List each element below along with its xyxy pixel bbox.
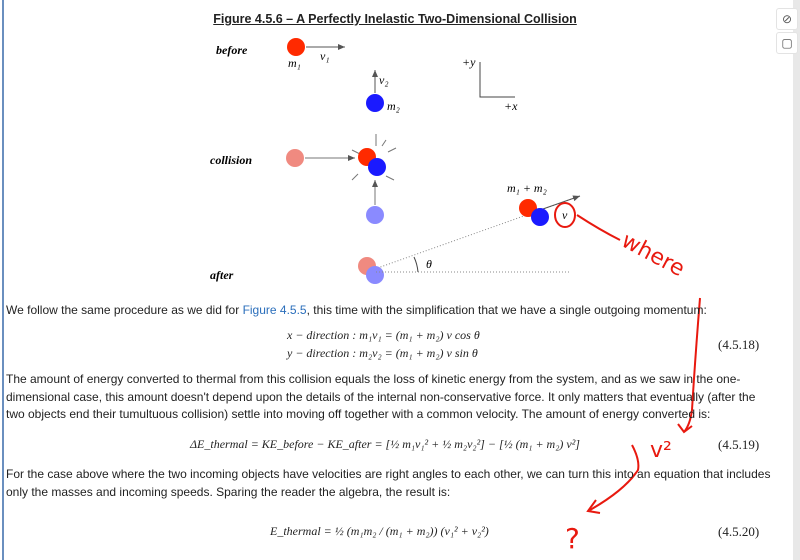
annotation-v-squared: v² bbox=[650, 438, 672, 463]
handwritten-annotations bbox=[554, 202, 701, 514]
faded-mass1-ball bbox=[286, 149, 304, 167]
label-after: after bbox=[210, 268, 234, 282]
eye-slash-icon: ⊘ bbox=[781, 12, 793, 26]
label-v1: v₁ bbox=[320, 49, 330, 63]
label-combined-mass: m₁ + m₂ bbox=[507, 181, 547, 195]
equation-y-direction: y − direction : m₂v₂ = (m₁ + m₂) v sin θ bbox=[287, 346, 478, 360]
equation-number-18: (4.5.18) bbox=[718, 337, 760, 352]
mass2-ball bbox=[366, 94, 384, 112]
paragraph-1: We follow the same procedure as we did f… bbox=[6, 302, 776, 320]
label-v: v bbox=[562, 208, 568, 222]
label-v2: v₂ bbox=[379, 73, 389, 87]
collision-mass2 bbox=[368, 158, 386, 176]
annotation-where: where bbox=[617, 228, 688, 282]
label-collision: collision bbox=[210, 153, 252, 167]
faded-mass2-ball bbox=[366, 206, 384, 224]
label-before: before bbox=[216, 43, 248, 57]
left-border bbox=[2, 0, 4, 560]
figure-title: Figure 4.5.6 – A Perfectly Inelastic Two… bbox=[213, 12, 577, 26]
p1-text-end: , this time with the simplification that… bbox=[306, 303, 707, 317]
scrollbar[interactable] bbox=[793, 0, 800, 560]
axis-x-label: +x bbox=[504, 99, 518, 113]
sticky-note-icon: ▢ bbox=[781, 36, 793, 50]
equation-x-direction: x − direction : m₁v₁ = (m₁ + m₂) v cos θ bbox=[287, 328, 480, 342]
p1-text: We follow the same procedure as we did f… bbox=[6, 303, 243, 317]
hide-annotations-button[interactable]: ⊘ bbox=[776, 8, 798, 30]
note-button[interactable]: ▢ bbox=[776, 32, 798, 54]
label-m2: m₂ bbox=[387, 99, 400, 113]
axis-y-label: +y bbox=[462, 55, 476, 69]
after-faded-balls bbox=[366, 266, 384, 284]
figure-4-5-5-link[interactable]: Figure 4.5.5 bbox=[242, 303, 307, 317]
combined-mass2 bbox=[531, 208, 549, 226]
label-m1: m₁ bbox=[288, 56, 301, 70]
paragraph-3: For the case above where the two incomin… bbox=[6, 467, 771, 499]
mass1-ball bbox=[287, 38, 305, 56]
equation-thermal-result: E_thermal = ½ (m₁m₂ / (m₁ + m₂)) (v₁² + … bbox=[270, 524, 489, 538]
equation-number-20: (4.5.20) bbox=[718, 524, 760, 539]
equation-thermal-energy: ΔE_thermal = KE_before − KE_after = [½ m… bbox=[190, 437, 580, 451]
paragraph-2: The amount of energy converted to therma… bbox=[6, 372, 756, 421]
label-theta: θ bbox=[426, 257, 432, 271]
equation-number-19: (4.5.19) bbox=[718, 437, 760, 452]
annotation-question-mark: ? bbox=[565, 522, 580, 555]
